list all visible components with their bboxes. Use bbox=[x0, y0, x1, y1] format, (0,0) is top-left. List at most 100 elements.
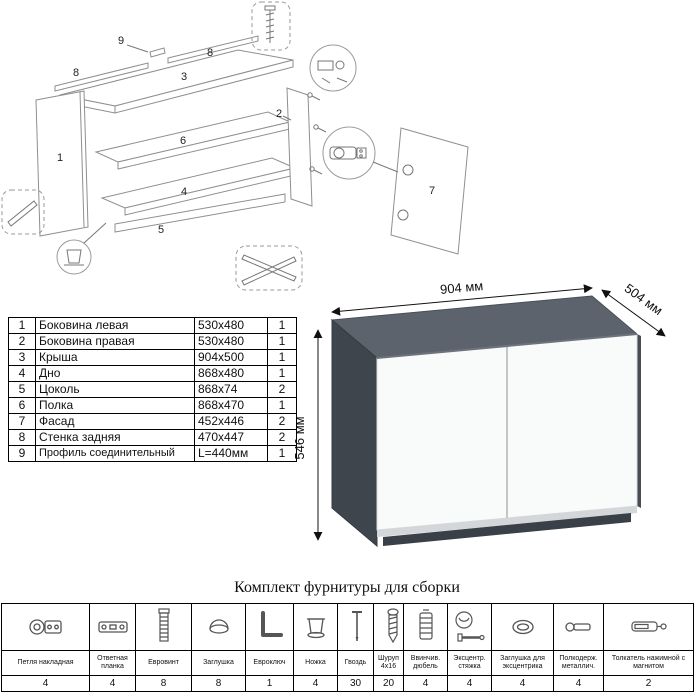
exploded-diagram: 9 8 8 3 1 2 6 4 5 7 bbox=[1, 1, 469, 291]
small-screw bbox=[307, 92, 321, 101]
table-row: 5 Цоколь 868x74 2 bbox=[8, 381, 297, 398]
part-qty: 2 bbox=[267, 429, 297, 446]
hardware-qty: 4 bbox=[447, 675, 492, 692]
part-name: Профиль соединительный bbox=[35, 445, 195, 462]
hex-key-icon bbox=[260, 611, 283, 637]
table-row: 3 Крыша 904x500 1 bbox=[8, 349, 297, 366]
cap-icon bbox=[208, 619, 229, 634]
part-size: 904x500 bbox=[194, 349, 268, 366]
profile-callout-left bbox=[1, 189, 45, 235]
table-row: 7 Фасад 452x446 2 bbox=[8, 413, 297, 430]
hardware-qty: 4 bbox=[491, 675, 554, 692]
table-row: 1 Боковина левая 530x480 1 bbox=[8, 317, 297, 334]
plinth-panel bbox=[114, 193, 286, 233]
part-label-6: 6 bbox=[180, 135, 186, 147]
hinge-cup-hole bbox=[402, 164, 414, 176]
part-label-1: 1 bbox=[57, 152, 63, 164]
part-size: 530x480 bbox=[194, 317, 268, 334]
part-num: 6 bbox=[8, 397, 36, 414]
part-label-3: 3 bbox=[181, 71, 187, 83]
hardware-qty: 30 bbox=[337, 675, 374, 692]
part-num: 1 bbox=[8, 317, 36, 334]
hardware-label: Заглушка для эксцентрика bbox=[491, 650, 554, 676]
hardware-label: Петля накладная bbox=[1, 650, 90, 676]
part-size: L=440мм bbox=[194, 445, 268, 462]
hardware-qty: 4 bbox=[293, 675, 338, 692]
table-row: 4 Дно 868x480 1 bbox=[8, 365, 297, 382]
foot-icon bbox=[306, 618, 325, 639]
part-label-8: 8 bbox=[73, 67, 79, 79]
part-num: 5 bbox=[8, 381, 36, 398]
hardware-label: Шуруп 4х16 bbox=[373, 650, 404, 676]
table-row: 2 Боковина правая 530x480 1 bbox=[8, 333, 297, 350]
hardware-qty: 2 bbox=[603, 675, 694, 692]
part-num: 9 bbox=[8, 445, 36, 462]
part-size: 470x447 bbox=[194, 429, 268, 446]
depth-dimension-arrow bbox=[601, 289, 666, 337]
table-row: 9 Профиль соединительный L=440мм 1 bbox=[8, 445, 297, 462]
part-label-9: 9 bbox=[118, 35, 124, 47]
door-panel bbox=[390, 127, 469, 255]
top-front-edge bbox=[376, 333, 638, 359]
hardware-label: Ввинчив. дюбель bbox=[403, 650, 448, 676]
hardware-label: Ножка bbox=[293, 650, 338, 676]
push-opener-icon bbox=[630, 621, 667, 632]
hardware-qty: 20 bbox=[373, 675, 404, 692]
part-label-8: 8 bbox=[207, 47, 213, 59]
nail-icon bbox=[352, 611, 362, 641]
cam-cap-icon bbox=[511, 619, 534, 635]
cabinet-right-edge bbox=[637, 334, 641, 508]
hardware-label: Эксцентр. стяжка bbox=[447, 650, 492, 676]
hardware-kit-title: Комплект фурнитуры для сборки bbox=[234, 579, 460, 596]
hardware-label: Ответная планка bbox=[89, 650, 136, 676]
part-label-2: 2 bbox=[276, 108, 282, 120]
part-num: 4 bbox=[8, 365, 36, 382]
part-label-4: 4 bbox=[181, 186, 187, 198]
part-name: Полка bbox=[35, 397, 195, 414]
part-name: Боковина левая bbox=[35, 317, 195, 334]
cabinet-left-side bbox=[331, 318, 378, 548]
part-size: 868x74 bbox=[194, 381, 268, 398]
part-num: 3 bbox=[8, 349, 36, 366]
part-size: 452x446 bbox=[194, 413, 268, 430]
hardware-labels-row: Петля накладная Ответная планка Евровинт… bbox=[1, 650, 694, 676]
profile-callout-bottom bbox=[235, 245, 303, 291]
shelf-support-icon bbox=[564, 622, 591, 632]
hardware-qty: 4 bbox=[89, 675, 136, 692]
screw-icon bbox=[387, 608, 399, 644]
hardware-label: Полкодерж. металлич. bbox=[553, 650, 604, 676]
cabinet-bottom-edge bbox=[377, 506, 637, 537]
table-row: 6 Полка 868x470 1 bbox=[8, 397, 297, 414]
part-name: Дно bbox=[35, 365, 195, 382]
strike-plate-icon bbox=[97, 621, 128, 633]
hardware-icons-row bbox=[1, 603, 694, 651]
part-num: 8 bbox=[8, 429, 36, 446]
width-dimension-label: 904 мм bbox=[439, 278, 483, 297]
profile-connector bbox=[149, 47, 166, 58]
hardware-label: Заглушка bbox=[191, 650, 246, 676]
part-size: 868x470 bbox=[194, 397, 268, 414]
small-screw bbox=[309, 166, 323, 175]
part-label-5: 5 bbox=[158, 224, 164, 236]
profile-bar-left bbox=[54, 62, 149, 92]
hardware-qty-row: 4 4 8 8 1 4 30 20 4 4 4 4 2 bbox=[1, 675, 694, 692]
part-num: 7 bbox=[8, 413, 36, 430]
part-name: Боковина правая bbox=[35, 333, 195, 350]
part-name: Фасад bbox=[35, 413, 195, 430]
hardware-label: Евровинт bbox=[135, 650, 192, 676]
hardware-label: Евроключ bbox=[245, 650, 294, 676]
threaded-dowel-icon bbox=[418, 609, 433, 640]
hinge-icon bbox=[28, 619, 62, 635]
cam-fitting-callout bbox=[309, 44, 357, 92]
hardware-qty: 1 bbox=[245, 675, 294, 692]
hardware-qty: 8 bbox=[135, 675, 192, 692]
profile-bar-right bbox=[167, 35, 259, 64]
part-name: Стенка задняя bbox=[35, 429, 195, 446]
screw-callout bbox=[251, 1, 291, 51]
width-dimension-arrow bbox=[331, 284, 593, 316]
hardware-qty: 4 bbox=[1, 675, 90, 692]
assembled-cabinet-view: 904 мм 504 мм 546 мм bbox=[292, 278, 666, 548]
right-side-panel bbox=[286, 87, 313, 207]
left-side-panel bbox=[35, 90, 89, 237]
